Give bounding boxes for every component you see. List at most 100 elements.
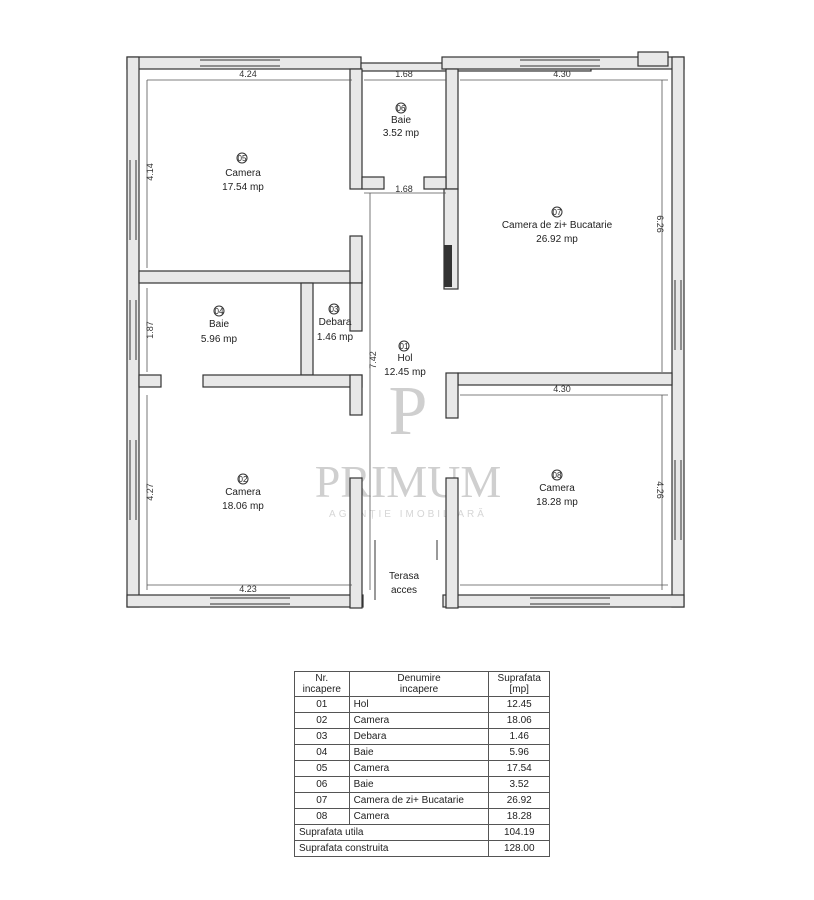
room-02-name: Camera bbox=[225, 487, 261, 498]
room-08-name: Camera bbox=[539, 483, 575, 494]
terrace-line-1: Terasa bbox=[389, 571, 419, 582]
room-06-number: 06 bbox=[397, 104, 406, 113]
cell-name: Hol bbox=[348, 696, 490, 713]
room-04-area: 5.96 mp bbox=[201, 334, 238, 345]
cell-area: 26.92 bbox=[488, 792, 550, 809]
room-03-number: 03 bbox=[330, 305, 339, 314]
header-nr-text: Nr. incapere bbox=[302, 673, 341, 695]
dim-1-87: 1.87 bbox=[145, 321, 155, 339]
cell-area: 3.52 bbox=[488, 776, 550, 793]
room-01-number: 01 bbox=[400, 342, 409, 351]
cell-area: 1.46 bbox=[488, 728, 550, 745]
cell-area: 18.28 bbox=[488, 808, 550, 825]
room-07-area: 26.92 mp bbox=[536, 234, 578, 245]
room-08: 08 Camera 18.28 mp bbox=[536, 469, 578, 508]
header-name-text: Denumire incapere bbox=[397, 673, 441, 695]
cell-nr: 08 bbox=[294, 808, 350, 825]
room-08-area: 18.28 mp bbox=[536, 497, 578, 508]
room-01-name: Hol bbox=[397, 353, 412, 364]
room-04-name: Baie bbox=[209, 319, 229, 330]
cell-name: Camera bbox=[348, 712, 490, 729]
cell-nr: 06 bbox=[294, 776, 350, 793]
room-07-number: 07 bbox=[553, 208, 562, 217]
room-05-area: 17.54 mp bbox=[222, 182, 264, 193]
room-02-number: 02 bbox=[239, 475, 248, 484]
cell-name: Camera bbox=[348, 760, 490, 777]
cell-name: Baie bbox=[348, 776, 490, 793]
room-01: 01 Hol 12.45 mp bbox=[384, 340, 426, 378]
header-name: Denumire incapere bbox=[348, 671, 490, 697]
room-07: 07 Camera de zi+ Bucatarie 26.92 mp bbox=[502, 206, 613, 245]
cell-nr: 03 bbox=[294, 728, 350, 745]
area-table: Nr. incapere Denumire incapere Suprafata… bbox=[293, 671, 550, 857]
header-area: Suprafata [mp] bbox=[488, 671, 550, 697]
room-06-area: 3.52 mp bbox=[383, 128, 420, 139]
room-01-area: 12.45 mp bbox=[384, 367, 426, 378]
cell-area: 12.45 bbox=[488, 696, 550, 713]
dim-1-68-mid: 1.68 bbox=[395, 184, 413, 194]
dimension-lines bbox=[146, 79, 668, 590]
dim-4-30-top: 4.30 bbox=[553, 69, 571, 79]
room-07-name: Camera de zi+ Bucatarie bbox=[502, 220, 613, 231]
cell-name: Camera de zi+ Bucatarie bbox=[348, 792, 490, 809]
cell-nr: 02 bbox=[294, 712, 350, 729]
cell-nr: 07 bbox=[294, 792, 350, 809]
interior-walls bbox=[138, 68, 673, 609]
cell-name: Debara bbox=[348, 728, 490, 745]
windows bbox=[129, 59, 682, 605]
total-useful-label: Suprafata utila bbox=[293, 824, 490, 841]
dim-4-14: 4.14 bbox=[145, 163, 155, 181]
dim-4-27: 4.27 bbox=[145, 483, 155, 501]
dim-4-23: 4.23 bbox=[239, 584, 257, 594]
dimension-labels: 4.24 1.68 4.30 4.14 1.68 6.26 1.87 7.42 … bbox=[145, 69, 665, 594]
cell-name: Baie bbox=[348, 744, 490, 761]
watermark: P PRIMUM AGENȚIE IMOBILIARĂ bbox=[315, 373, 502, 520]
dim-6-26: 6.26 bbox=[655, 215, 665, 233]
floor-plan: P PRIMUM AGENȚIE IMOBILIARĂ bbox=[126, 51, 685, 609]
room-02: 02 Camera 18.06 mp bbox=[222, 473, 264, 512]
table-header-row: Nr. incapere Denumire incapere Suprafata… bbox=[294, 671, 550, 697]
watermark-brand: PRIMUM bbox=[315, 456, 502, 507]
cell-area: 5.96 bbox=[488, 744, 550, 761]
cell-nr: 05 bbox=[294, 760, 350, 777]
cell-name: Camera bbox=[348, 808, 490, 825]
dim-4-24: 4.24 bbox=[239, 69, 257, 79]
total-built-label: Suprafata construita bbox=[293, 840, 490, 857]
cell-nr: 01 bbox=[294, 696, 350, 713]
room-04: 04 Baie 5.96 mp bbox=[201, 305, 238, 345]
terrace-label: Terasa acces bbox=[389, 571, 419, 596]
dim-7-42: 7.42 bbox=[368, 351, 378, 369]
cell-area: 18.06 bbox=[488, 712, 550, 729]
watermark-logo: P bbox=[389, 373, 428, 450]
room-06-name: Baie bbox=[391, 115, 411, 126]
dim-1-68-top: 1.68 bbox=[395, 69, 413, 79]
header-nr: Nr. incapere bbox=[294, 671, 350, 697]
room-05: 05 Camera 17.54 mp bbox=[222, 152, 264, 193]
room-06: 06 Baie 3.52 mp bbox=[383, 102, 420, 139]
room-03-name: Debara bbox=[319, 317, 352, 328]
room-02-area: 18.06 mp bbox=[222, 501, 264, 512]
room-05-number: 05 bbox=[238, 154, 247, 163]
watermark-tagline: AGENȚIE IMOBILIARĂ bbox=[329, 507, 487, 520]
total-useful-value: 104.19 bbox=[488, 824, 550, 841]
cell-area: 17.54 bbox=[488, 760, 550, 777]
total-built-value: 128.00 bbox=[488, 840, 550, 857]
dim-4-26: 4.26 bbox=[655, 481, 665, 499]
room-05-name: Camera bbox=[225, 168, 261, 179]
cell-nr: 04 bbox=[294, 744, 350, 761]
room-03: 03 Debara 1.46 mp bbox=[317, 303, 354, 343]
room-08-number: 08 bbox=[553, 471, 562, 480]
terrace-line-2: acces bbox=[391, 585, 417, 596]
room-04-number: 04 bbox=[215, 307, 224, 316]
header-area-text: Suprafata [mp] bbox=[497, 673, 541, 695]
